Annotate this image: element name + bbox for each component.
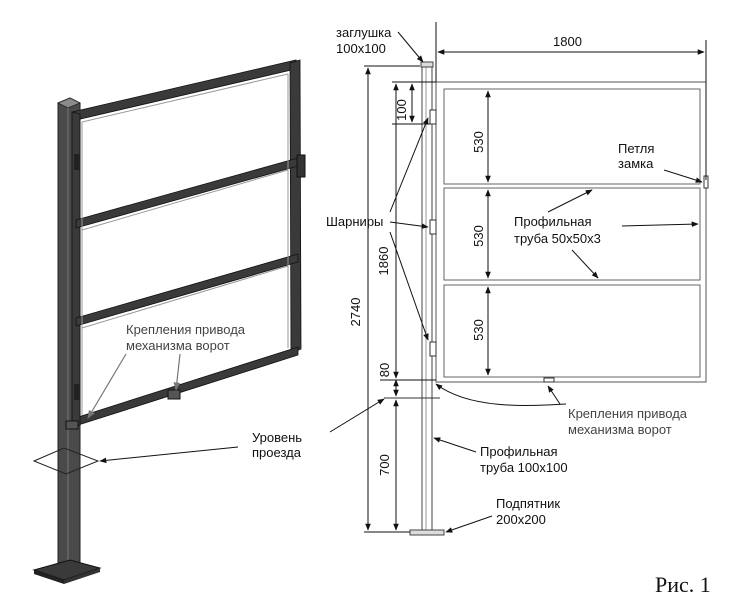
- label-lock-loop-line1: Петля: [618, 141, 654, 156]
- dim-panel-3: 530: [471, 319, 486, 341]
- dim-underground: 700: [377, 454, 392, 476]
- hinge-front-1: [429, 109, 437, 125]
- hinge-front-3: [429, 341, 437, 357]
- dim-panel-1: 530: [471, 131, 486, 153]
- drive-mount-3d-mid: [167, 389, 181, 400]
- lock-loop-3d: [296, 154, 306, 178]
- drive-mount-front: [543, 377, 555, 383]
- figure-caption: Рис. 1: [655, 572, 711, 597]
- gate-front-view: [384, 61, 709, 536]
- dim-height-total: 2740: [348, 298, 363, 327]
- hinge-front-2: [429, 219, 437, 235]
- label-lock-loop-line2: замка: [618, 156, 654, 171]
- label-road-level-line2: проезда: [252, 445, 302, 460]
- dim-leaf-height: 1860: [376, 247, 391, 276]
- label-drive-mount-left-line1: Крепления привода: [126, 322, 246, 337]
- dim-bottom-gap: 80: [377, 363, 392, 377]
- label-base-plate-line2: 200x200: [496, 512, 546, 527]
- hinge-3d-top: [74, 154, 80, 170]
- dim-top-offset: 100: [394, 99, 409, 121]
- drive-mount-3d-left: [65, 420, 79, 430]
- label-drive-mount-right-line1: Крепления привода: [568, 406, 688, 421]
- label-hinges: Шарниры: [326, 214, 383, 229]
- hinge-3d-bottom: [74, 384, 80, 400]
- dimension-lines: [364, 22, 707, 533]
- label-base-plate-line1: Подпятник: [496, 496, 560, 511]
- dim-width-total: 1800: [553, 34, 582, 49]
- leaf-frame-3d: [71, 59, 302, 428]
- label-panel-tube-line1: Профильная: [514, 214, 592, 229]
- label-plug-line1: заглушка: [336, 25, 392, 40]
- label-drive-mount-right-line2: механизма ворот: [568, 422, 672, 437]
- gate-3d-view: [32, 59, 306, 584]
- plug-front: [420, 61, 434, 68]
- post-front: [421, 65, 433, 533]
- label-road-level-line1: Уровень: [252, 430, 302, 445]
- label-drive-mount-left-line2: механизма ворот: [126, 338, 230, 353]
- leader-lines: [329, 31, 703, 533]
- base-plate-front: [409, 529, 445, 536]
- dim-panel-2: 530: [471, 225, 486, 247]
- road-level-plane: [32, 447, 100, 475]
- label-panel-tube-line2: труба 50x50x3: [514, 231, 601, 246]
- label-plug-line2: 100x100: [336, 41, 386, 56]
- label-post-tube-line2: труба 100x100: [480, 460, 568, 475]
- label-post-tube-line1: Профильная: [480, 444, 558, 459]
